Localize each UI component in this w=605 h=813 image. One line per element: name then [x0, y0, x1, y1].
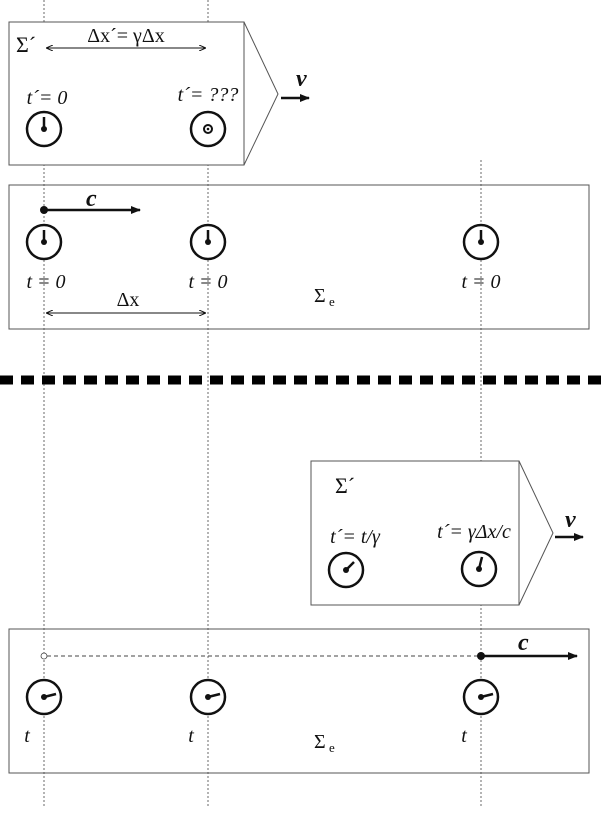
rest-frame-label: Σ e [314, 285, 335, 309]
clock-icon [25, 110, 63, 148]
rest-frame-label: Σ e [314, 731, 335, 755]
svg-text:Σ: Σ [314, 285, 326, 307]
svg-text:e: e [329, 294, 335, 309]
clock-time-label: t = 0 [461, 271, 500, 293]
clock-icon [460, 550, 498, 588]
clock-icon [25, 223, 63, 261]
velocity-label: v [296, 66, 307, 92]
light-label: c [86, 186, 97, 212]
clock-icon [327, 551, 365, 589]
clock-icon [189, 223, 227, 261]
clock-icon [189, 110, 227, 148]
clock-left-label: t´= t/γ [330, 526, 381, 548]
clock-icon [25, 678, 63, 716]
rest-frame-box [8, 628, 590, 774]
velocity-label: v [565, 507, 576, 533]
svg-text:e: e [329, 740, 335, 755]
clock-right-label: t´= γΔx/c [437, 521, 511, 543]
bottom-rest-frame: c t t t Σ e [8, 628, 590, 774]
light-label: c [518, 630, 529, 656]
length-label: Δx´= γΔx [87, 25, 165, 47]
bottom-moving-frame: Σ´ t´= t/γ t´= γΔx/c v [310, 460, 584, 606]
light-origin-dot [40, 652, 48, 660]
top-moving-frame: Σ´ Δx´= γΔx t´= 0 t´= ??? v [8, 21, 310, 166]
clock-left-label: t´= 0 [27, 87, 68, 109]
rest-frame-box [8, 184, 590, 330]
moving-frame-label: Σ´ [16, 32, 36, 57]
moving-frame-label: Σ´ [335, 473, 355, 498]
clock-icon [189, 678, 227, 716]
clock-time-label: t [24, 725, 30, 747]
svg-text:Σ: Σ [314, 731, 326, 753]
moving-frame-pointer [518, 460, 554, 606]
clock-right-label: t´= ??? [178, 84, 239, 106]
clock-time-label: t [461, 725, 467, 747]
clock-icon [462, 678, 500, 716]
distance-label: Δx [117, 289, 140, 311]
clock-time-label: t [188, 725, 194, 747]
clock-time-label: t = 0 [26, 271, 65, 293]
clock-time-label: t = 0 [188, 271, 227, 293]
moving-frame-pointer [243, 21, 279, 166]
top-rest-frame: c t = 0 t = 0 t = 0 Δx Σ e [8, 184, 590, 330]
clock-icon [462, 223, 500, 261]
